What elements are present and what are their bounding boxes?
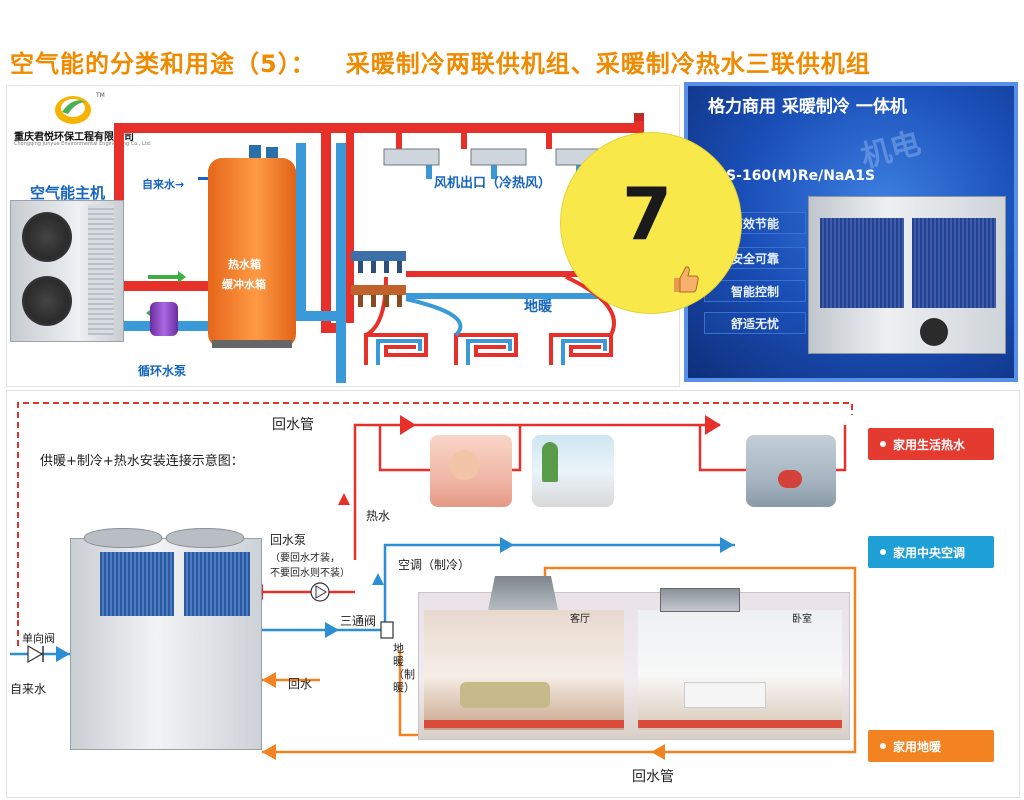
- tap-water-bottom-label: 自来水: [10, 682, 47, 696]
- red-fruit-icon: [778, 470, 802, 488]
- badge-number: 7: [622, 172, 673, 256]
- check-valve-label: 单向阀: [22, 632, 55, 645]
- hot-water-tank: [208, 158, 296, 348]
- tank-label-1: 热水箱: [228, 258, 261, 271]
- gree-unit-grille: [820, 218, 904, 308]
- return-pipe-top-label: 回水管: [272, 417, 314, 433]
- return-water-label: 回水: [288, 677, 313, 691]
- tag-floor-heating: 家用地暖: [868, 730, 994, 762]
- floor-heating-label: 地暖: [524, 299, 552, 315]
- tag-domestic-hot-water: 家用生活热水: [868, 428, 994, 460]
- outdoor-unit-coil-right: [184, 552, 250, 616]
- bedroom-bed: [684, 682, 766, 708]
- ceiling-ac-unit-icon: [488, 576, 558, 610]
- host-fan-bottom-icon: [22, 276, 72, 326]
- living-room-area: [424, 610, 624, 730]
- return-pump-note-1: （要回水才装，: [270, 553, 340, 564]
- pump-label: 循环水泵: [138, 364, 187, 378]
- tank-stand: [212, 340, 292, 348]
- page-title: 空气能的分类和用途（5）： 采暖制冷两联供机组、采暖制冷热水三联供机组: [10, 44, 871, 79]
- baby-face-icon: [450, 450, 480, 480]
- living-room-label: 客厅: [570, 614, 590, 625]
- company-logo-icon: [55, 96, 91, 124]
- fan-outlet-label: 风机出口（冷热风）: [434, 176, 552, 191]
- gree-unit-grille-2: [912, 218, 996, 308]
- tank-label-2: 缓冲水箱: [222, 278, 266, 291]
- bedroom-label: 卧室: [792, 614, 812, 625]
- bedroom-area: [638, 610, 842, 730]
- duct-ac-unit-icon: [660, 588, 740, 612]
- schematic-caption: 供暖+制冷+热水安装连接示意图：: [40, 454, 244, 469]
- host-fan-top-icon: [22, 212, 72, 262]
- logo-tm: TM: [96, 92, 105, 99]
- outdoor-unit-coil-left: [100, 552, 174, 616]
- ad-model: S-160(M)Re/NaA1S: [726, 168, 876, 184]
- tag-text: 家用中央空调: [893, 545, 966, 560]
- thumbs-up-icon: [674, 266, 699, 293]
- floor-heating-vertical-label: 地暖（制暖）: [393, 642, 415, 694]
- return-pump-label: 回水泵: [270, 533, 307, 547]
- title-part-1: 空气能的分类和用途（5）：: [10, 50, 316, 78]
- ad-feature-4: 舒适无忧: [704, 312, 806, 334]
- palm-icon: [542, 442, 558, 482]
- ac-cooling-label: 空调（制冷）: [398, 558, 471, 572]
- ad-header: 格力商用 采暖制冷 一体机: [708, 97, 907, 117]
- tag-text: 家用地暖: [893, 739, 942, 754]
- company-name-en: Chongqing Junyue Environmental Engineeri…: [14, 141, 152, 147]
- return-pump-note-2: 不要回水则不装）: [270, 568, 350, 579]
- living-room-floor-heat: [424, 720, 624, 728]
- return-pipe-bottom-label: 回水管: [632, 769, 674, 785]
- tag-text: 家用生活热水: [893, 437, 966, 452]
- three-way-valve-label: 三通阀: [340, 614, 377, 628]
- hot-water-label: 热水: [366, 509, 391, 523]
- title-part-2: 采暖制冷两联供机组、采暖制冷热水三联供机组: [345, 50, 871, 78]
- bedroom-floor-heat: [638, 720, 842, 728]
- circulation-pump-icon: [150, 302, 178, 336]
- living-room-sofa: [460, 682, 550, 708]
- tag-dot-icon: [880, 441, 886, 447]
- tag-central-ac: 家用中央空调: [868, 536, 994, 568]
- outdoor-unit-fan-left-icon: [84, 528, 162, 548]
- tag-dot-icon: [880, 549, 886, 555]
- host-side-panel: [88, 205, 114, 335]
- tap-water-label: 自来水→: [142, 178, 185, 191]
- host-label: 空气能主机: [30, 184, 106, 202]
- system-pipes: [114, 113, 676, 383]
- tag-dot-icon: [880, 743, 886, 749]
- gree-unit-fan-icon: [920, 318, 948, 346]
- number-badge: [561, 133, 741, 313]
- company-name: 重庆君悦环保工程有限公司: [14, 132, 134, 143]
- outdoor-unit-fan-right-icon: [166, 528, 244, 548]
- ad-feature-3: 智能控制: [704, 280, 806, 302]
